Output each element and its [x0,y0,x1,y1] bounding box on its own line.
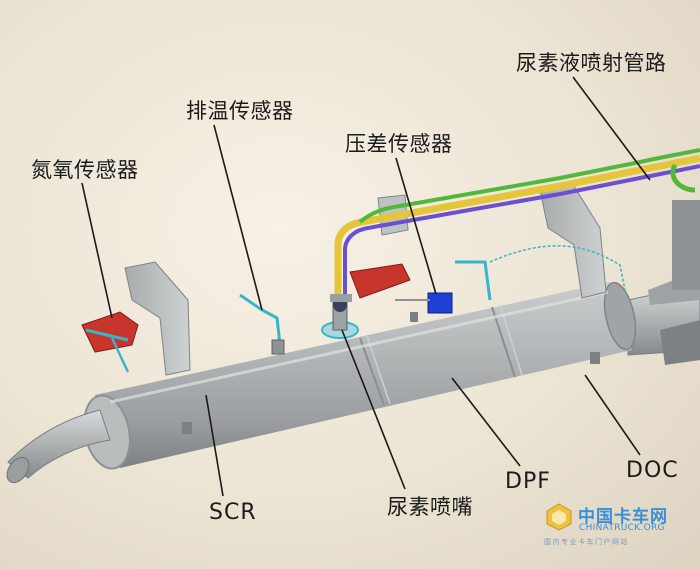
label-nox-sensor: 氮氧传感器 [31,158,139,182]
clamp-bolts [182,312,600,434]
label-urea-injection-pipe: 尿素液喷射管路 [516,51,667,75]
diff-pressure-sensor [395,245,626,314]
watermark-name-cn: 中国卡车网 [578,507,668,527]
urea-injection-pipes [330,148,700,302]
leader-lines [81,76,651,497]
label-urea-nozzle: 尿素喷嘴 [387,495,473,519]
watermark: 中国卡车网 CHINATRUCK.ORG 国内专业卡车门户网站 [542,500,672,548]
label-exhaust-temp-sensor: 排温传感器 [186,99,294,123]
label-diff-pressure-sensor: 压差传感器 [345,132,453,156]
exhaust-temp-sensor [239,293,285,355]
watermark-tagline: 国内专业卡车门户网站 [544,538,629,546]
label-scr: SCR [209,500,257,525]
tailpipe [6,409,111,484]
nox-sensor-module-2 [349,263,411,299]
nox-sensor [81,311,139,373]
truck-logo-icon [546,503,572,531]
urea-nozzle [321,298,359,339]
label-doc: DOC [626,458,679,483]
watermark-name-en: CHINATRUCK.ORG [579,523,665,533]
engine-connection [627,200,700,365]
label-dpf: DPF [505,469,551,494]
